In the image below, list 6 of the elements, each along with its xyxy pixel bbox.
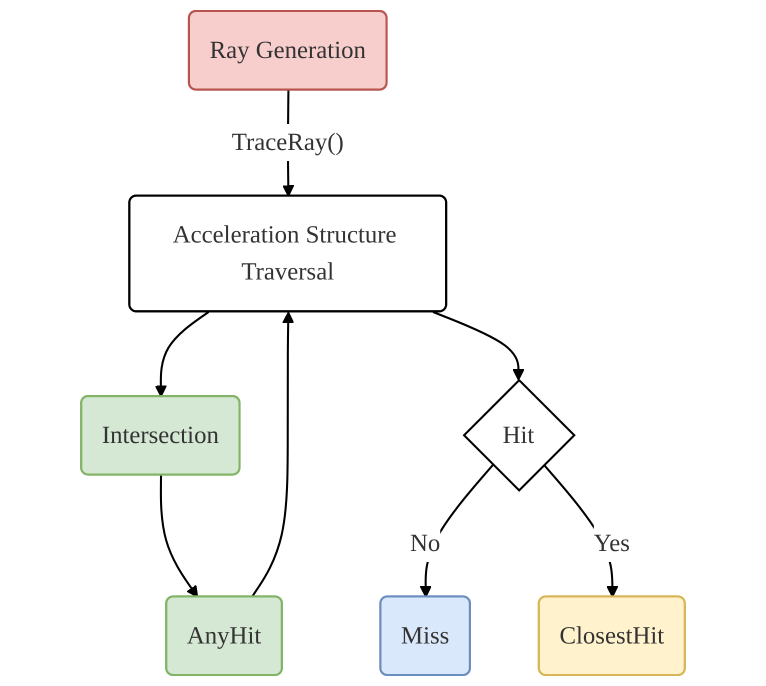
arrow <box>432 311 525 381</box>
edge-label: Yes <box>594 528 630 557</box>
node-diamond: Hit <box>462 378 576 492</box>
arrow <box>154 311 210 398</box>
edge-label: No <box>410 528 440 557</box>
edge-label: TraceRay() <box>232 128 344 156</box>
